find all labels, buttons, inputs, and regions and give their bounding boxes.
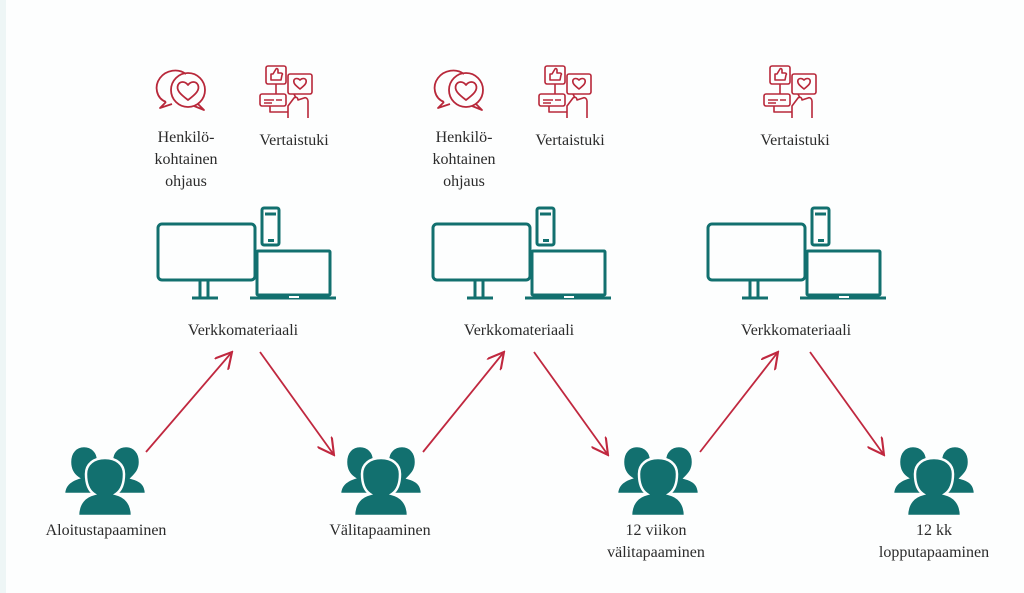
label-line: Henkilö-: [157, 129, 215, 146]
meeting-3: [613, 444, 703, 516]
material-label-1: Verkkomateriaali: [187, 322, 299, 339]
meeting-4: [889, 444, 979, 516]
arrow-4: [533, 351, 608, 455]
left-edge: [0, 0, 6, 593]
arrow-6: [809, 351, 884, 455]
meeting-label-1: Aloitustapaaminen: [46, 520, 167, 542]
label-line: Henkilö-: [435, 129, 493, 146]
arrow-2: [259, 351, 334, 455]
peer-support-label-3: Vertaistuki: [760, 132, 830, 149]
group-icon: [889, 444, 979, 516]
meeting-label-4: 12 kk lopputapaaminen: [879, 520, 989, 564]
label-line: ohjaus: [443, 173, 485, 190]
peer-support-label-2: Vertaistuki: [535, 132, 605, 149]
arrow-1: [145, 352, 232, 453]
peer-support-label-1: Vertaistuki: [259, 132, 329, 149]
group-icon: [336, 444, 426, 516]
meeting-2: [336, 444, 426, 516]
label-line: Välitapaaminen: [329, 522, 431, 539]
label-line: lopputapaaminen: [878, 544, 990, 561]
meeting-1: [60, 444, 150, 516]
label-line: ohjaus: [165, 173, 207, 190]
label-line: kohtainen: [154, 151, 218, 168]
arrow-3: [422, 352, 504, 453]
label-line: 12 viikon: [625, 522, 687, 539]
label-line: Aloitustapaaminen: [45, 522, 167, 539]
label-line: välitapaaminen: [607, 544, 705, 561]
label-line: 12 kk: [916, 522, 952, 539]
group-icon: [613, 444, 703, 516]
personal-guidance-label-2: Henkilö- kohtainen ohjaus: [432, 127, 495, 193]
personal-guidance-label-1: Henkilö- kohtainen ohjaus: [154, 127, 217, 193]
meeting-label-3: 12 viikon välitapaaminen: [607, 520, 705, 564]
group-icon: [60, 444, 150, 516]
material-label-2: Verkkomateriaali: [463, 322, 575, 339]
label-line: kohtainen: [432, 151, 496, 168]
meeting-label-2: Välitapaaminen: [329, 520, 430, 542]
arrow-5: [699, 352, 778, 453]
material-label-3: Verkkomateriaali: [740, 322, 852, 339]
